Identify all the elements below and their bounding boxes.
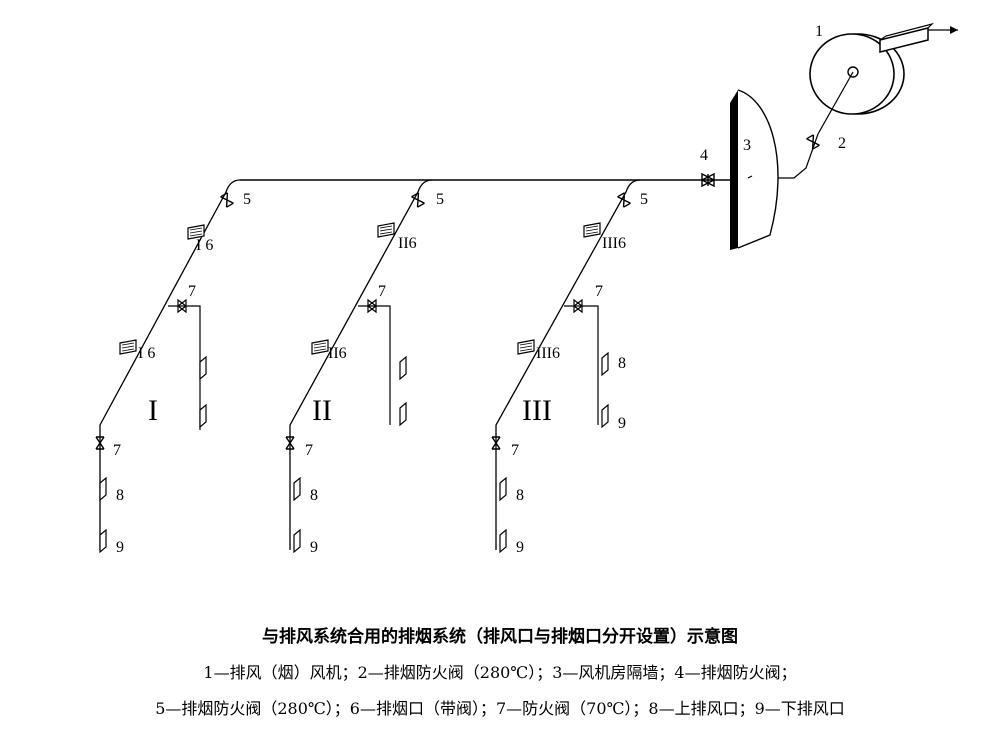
label-fan: 1	[815, 23, 823, 40]
legend-line-2: 5—排烟防火阀（280℃）；6—排烟口（带阀）；7—防火阀（70℃）；8—上排风…	[155, 699, 845, 718]
fan-room-wall	[730, 89, 779, 250]
label-fire-damper: 7	[378, 283, 386, 300]
label-fire-damper: 7	[188, 283, 196, 300]
label-fire-damper: 7	[113, 442, 121, 459]
label-outlet-low: I 6	[138, 345, 155, 362]
label-branch-damper: 5	[243, 191, 251, 208]
label-outlet-low: III6	[536, 345, 560, 362]
exhaust-fan	[809, 22, 958, 135]
label-outlet-low: II6	[328, 345, 347, 362]
label-lower-vent: 9	[618, 415, 626, 432]
label-lower-vent: 9	[310, 539, 318, 556]
label-upper-vent: 8	[618, 355, 626, 372]
smoke-system-3	[491, 179, 641, 553]
label-lower-vent: 9	[116, 539, 124, 556]
label-upper-vent: 8	[116, 487, 124, 504]
system-label-roman: III	[522, 394, 552, 427]
label-outlet-top: III6	[602, 235, 626, 252]
label-branch-damper: 5	[436, 191, 444, 208]
label-lower-vent: 9	[516, 539, 524, 556]
label-fan-damper: 2	[838, 135, 846, 152]
label-fire-damper: 7	[511, 442, 519, 459]
label-upper-vent: 8	[516, 487, 524, 504]
legend-line-1: 1—排风（烟）风机；2—排烟防火阀（280℃）；3—风机房隔墙；4—排烟防火阀；	[203, 663, 797, 682]
system-label-roman: I	[148, 394, 158, 427]
label-fire-damper: 7	[595, 283, 603, 300]
label-branch-damper: 5	[640, 191, 648, 208]
label-main-damper: 4	[700, 147, 708, 164]
system-label-roman: II	[312, 394, 332, 427]
main-duct	[240, 172, 730, 188]
smoke-exhaust-diagram: 1 2 3 4 5 I 6 7 I 6 I 7 8 9	[95, 22, 958, 556]
label-outlet-top: II6	[398, 235, 417, 252]
label-fire-damper: 7	[305, 442, 313, 459]
label-wall: 3	[743, 137, 751, 154]
label-outlet-top: I 6	[196, 237, 213, 254]
figure-title: 与排风系统合用的排烟系统（排风口与排烟口分开设置）示意图	[262, 627, 738, 647]
label-upper-vent: 8	[310, 487, 318, 504]
smoke-system-2	[285, 179, 433, 553]
smoke-system-1	[95, 179, 241, 553]
